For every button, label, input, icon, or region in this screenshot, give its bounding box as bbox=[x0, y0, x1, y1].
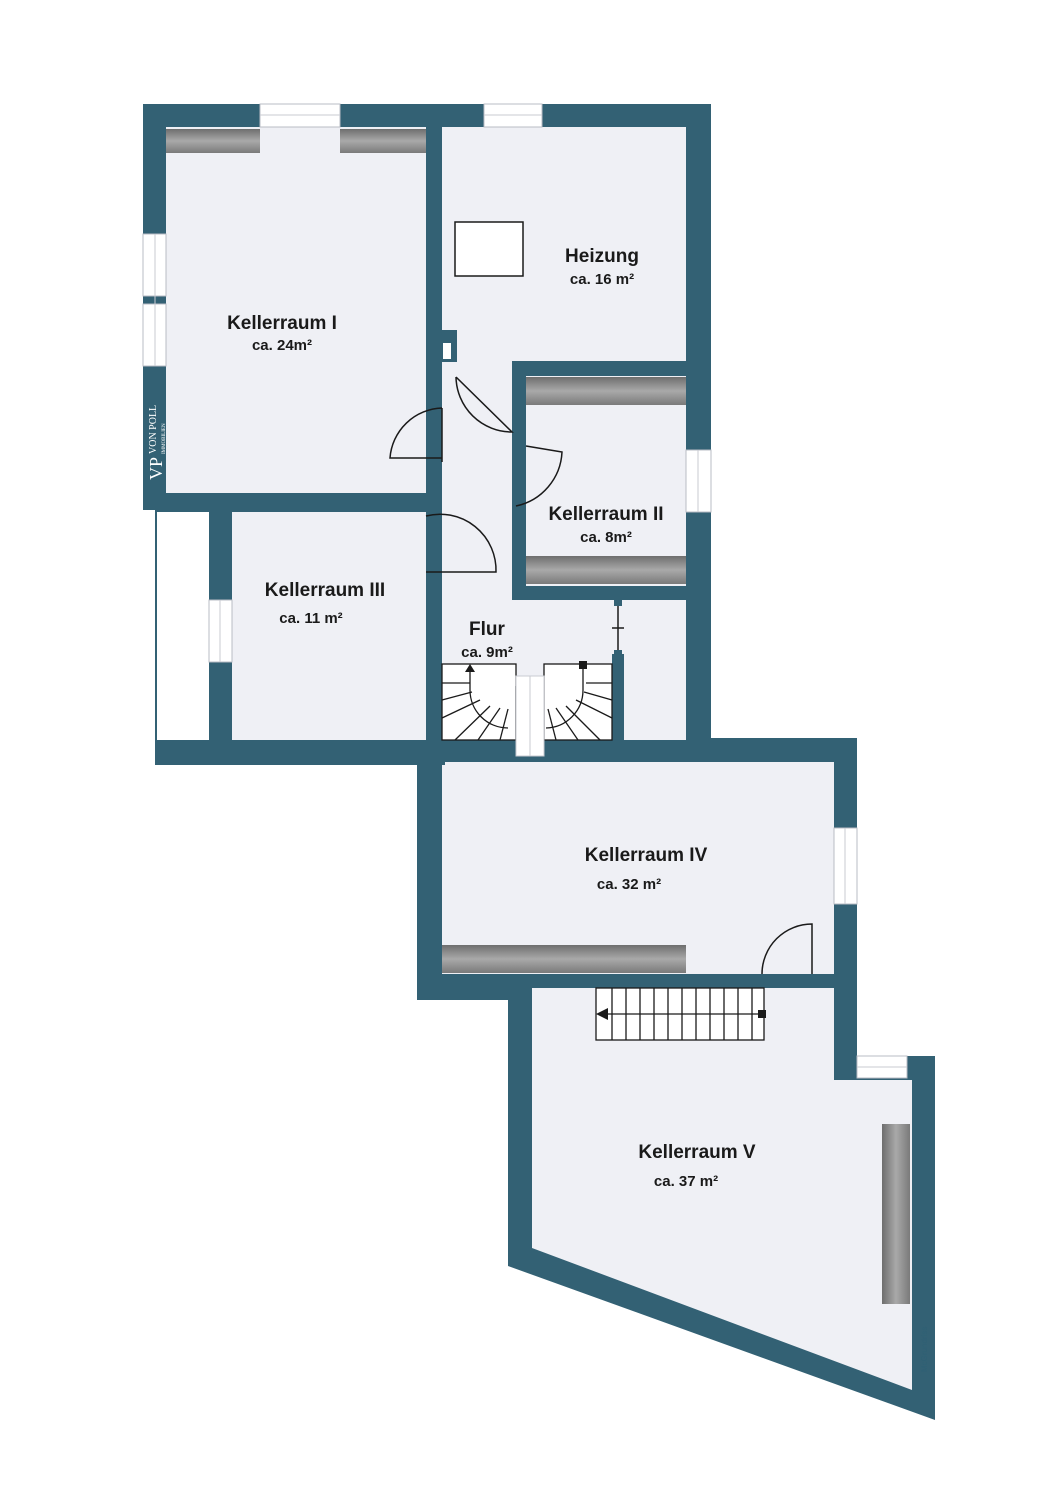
cabinet-k1-a bbox=[166, 129, 260, 153]
stairs-arrow-up bbox=[465, 664, 475, 672]
credit-text: McGrundriss bbox=[920, 1327, 929, 1372]
room-labels: Kellerraum I ca. 24m² Heizung ca. 16 m² … bbox=[227, 246, 756, 1190]
stairs-end-marker bbox=[579, 661, 587, 669]
cabinet-k1-b bbox=[340, 129, 426, 153]
area-heizung: ca. 16 m² bbox=[570, 271, 634, 288]
area-kellerraum-3: ca. 11 m² bbox=[279, 610, 342, 627]
stairs-flur bbox=[441, 663, 613, 741]
floor-kellerraum-3 bbox=[232, 512, 426, 740]
stairs-k5 bbox=[595, 987, 765, 1041]
stairs-k5-arrow bbox=[596, 1008, 608, 1020]
floor-kellerraum-1 bbox=[166, 127, 426, 493]
label-kellerraum-1: Kellerraum I bbox=[227, 313, 337, 334]
cabinet-k5 bbox=[882, 1124, 910, 1304]
cabinet-k2-top bbox=[526, 377, 686, 405]
floor-kellerraum-4 bbox=[442, 762, 834, 974]
area-kellerraum-1: ca. 24m² bbox=[252, 337, 312, 354]
area-kellerraum-5: ca. 37 m² bbox=[654, 1173, 718, 1190]
label-kellerraum-3: Kellerraum III bbox=[265, 580, 385, 601]
area-kellerraum-2: ca. 8m² bbox=[580, 529, 632, 546]
cabinet-k4 bbox=[442, 945, 686, 973]
boiler bbox=[454, 221, 524, 277]
stairs-k5-marker bbox=[758, 1010, 766, 1018]
cabinet-k2-bottom bbox=[526, 556, 686, 584]
logo-line1: VON POLL bbox=[148, 405, 159, 454]
label-flur: Flur bbox=[469, 619, 505, 640]
inner-walls bbox=[155, 127, 834, 988]
doors bbox=[389, 376, 813, 975]
floor-flur bbox=[442, 361, 686, 740]
outside-strip bbox=[157, 512, 209, 740]
logo-line2: IMMOBILIEN bbox=[162, 423, 167, 454]
area-flur: ca. 9m² bbox=[461, 644, 513, 661]
floor-kellerraum-2 bbox=[526, 376, 686, 586]
floor-kellerraum-5 bbox=[532, 988, 912, 1390]
cabinets bbox=[166, 129, 910, 1304]
label-kellerraum-2: Kellerraum II bbox=[548, 504, 663, 525]
small-niche bbox=[443, 343, 451, 359]
label-heizung: Heizung bbox=[565, 246, 639, 267]
logo-mark: VP bbox=[146, 457, 166, 480]
area-kellerraum-4: ca. 32 m² bbox=[597, 876, 661, 893]
label-kellerraum-5: Kellerraum V bbox=[638, 1142, 756, 1163]
label-kellerraum-4: Kellerraum IV bbox=[585, 845, 708, 866]
von-poll-logo: VP VON POLL IMMOBILIEN bbox=[146, 405, 167, 480]
